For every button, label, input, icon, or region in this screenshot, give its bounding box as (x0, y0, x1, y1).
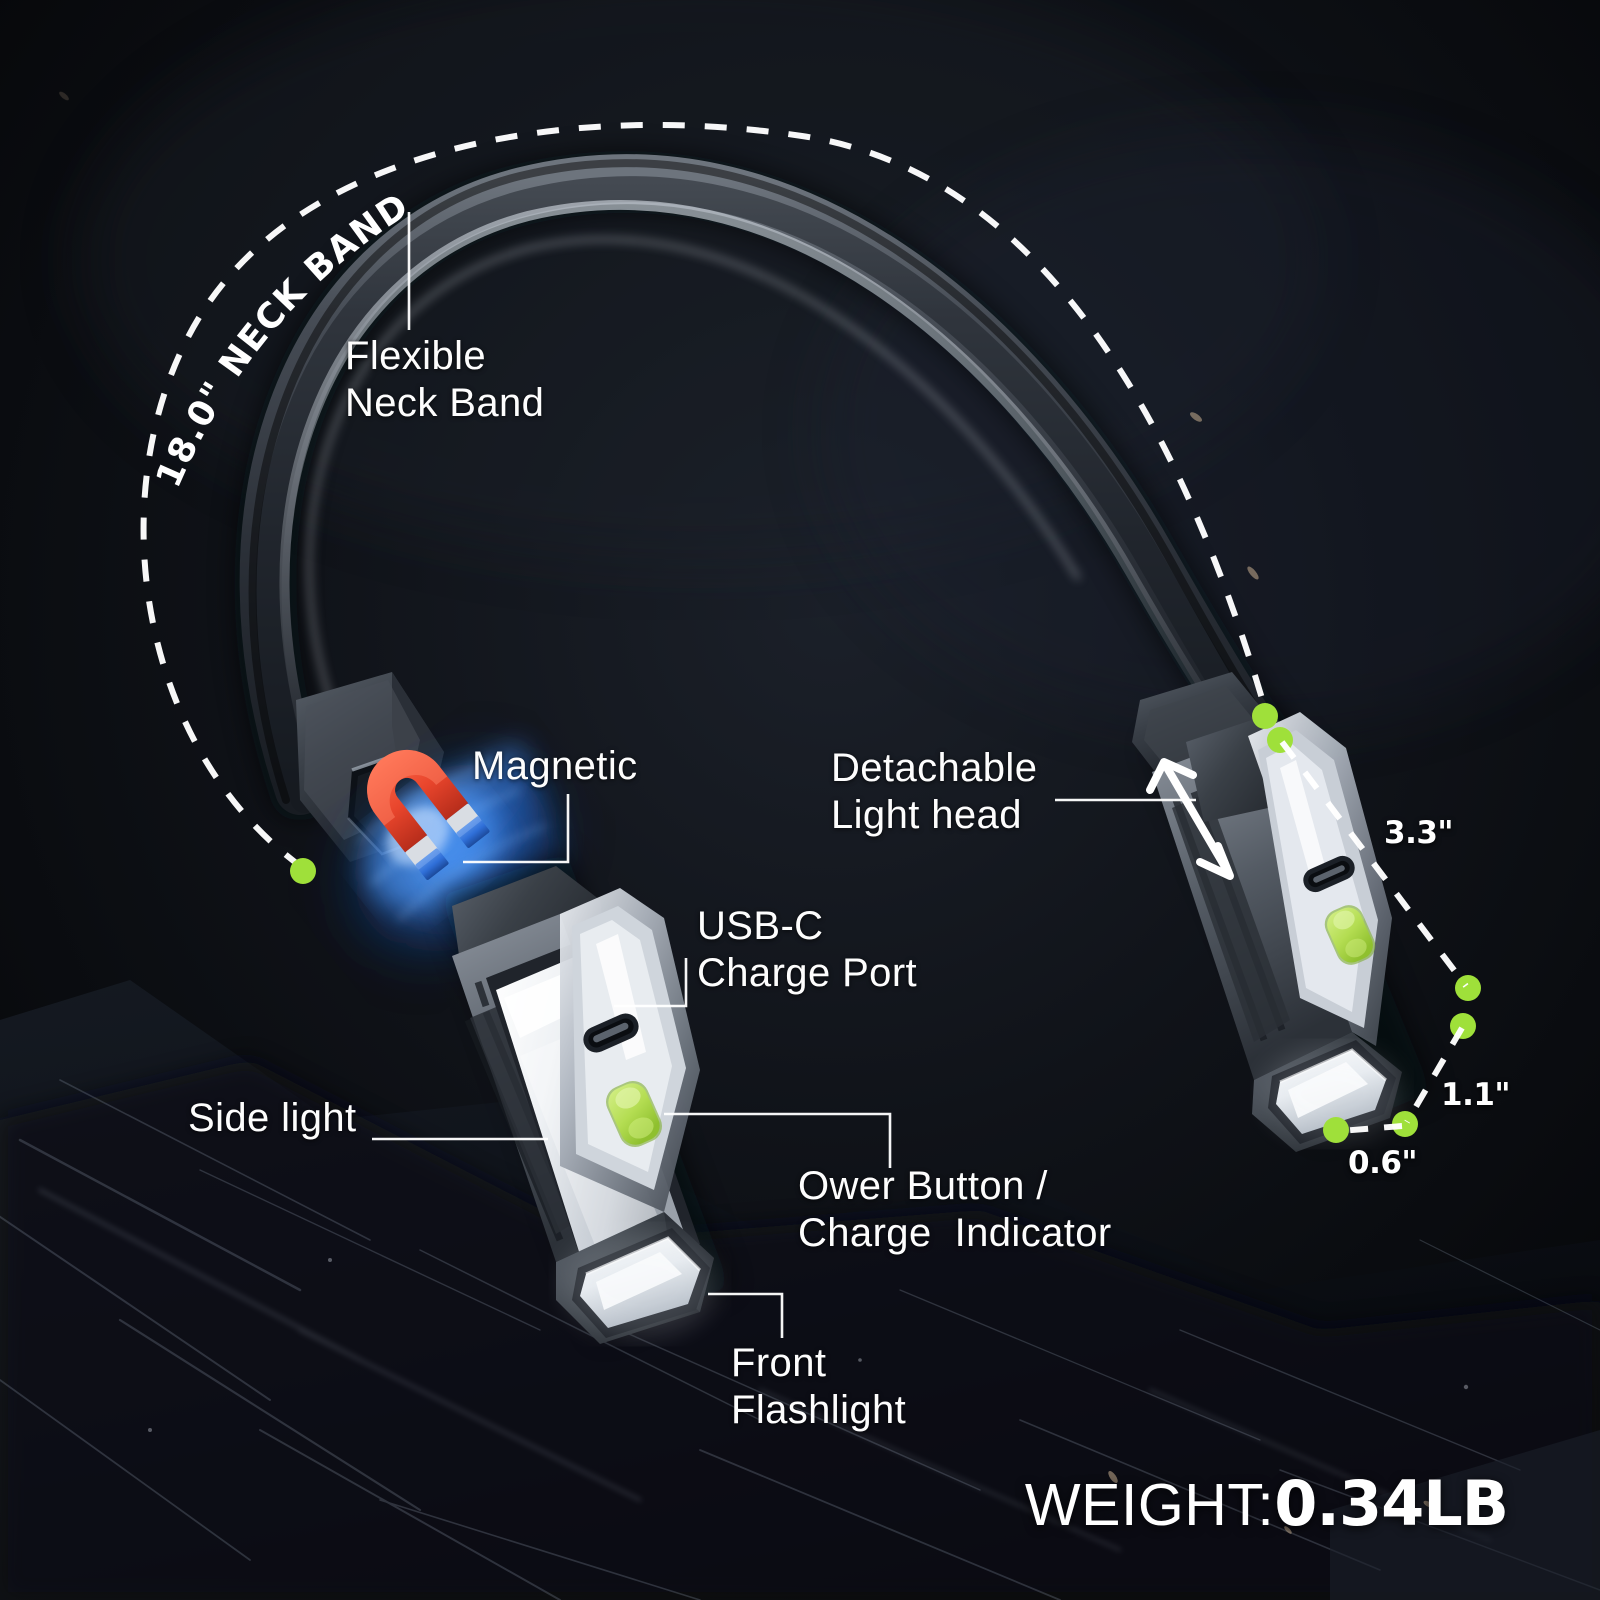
leader-power-button (664, 1112, 892, 1168)
usb-c-port-icon (1303, 855, 1355, 893)
flexible-neck-band (234, 150, 1321, 821)
magnet-icon (367, 749, 490, 880)
dimension-line-0-6 (1339, 1123, 1403, 1134)
left-light-head (440, 852, 730, 1344)
dimension-line-1-1 (1404, 1026, 1465, 1124)
double-arrow-icon (1146, 758, 1234, 880)
control-face (1248, 712, 1392, 1046)
svg-text:18.0" NECK BAND: 18.0" NECK BAND (149, 186, 417, 494)
neck-band-dimension-arc (140, 122, 1269, 871)
dimension-line-3-3 (1279, 740, 1469, 988)
leader-magnetic (463, 794, 570, 864)
leader-front-flashlight (708, 1292, 784, 1338)
power-button-icon (606, 1080, 662, 1148)
rock-texture (0, 980, 1600, 1600)
dimension-endpoint-dots (290, 703, 1481, 1143)
usb-c-port-icon (583, 1013, 639, 1053)
leader-usb-c (614, 958, 688, 1008)
control-face (560, 888, 700, 1212)
power-button-icon (1324, 905, 1376, 965)
neck-band-arc-label: 18.0" NECK BAND (149, 186, 417, 494)
